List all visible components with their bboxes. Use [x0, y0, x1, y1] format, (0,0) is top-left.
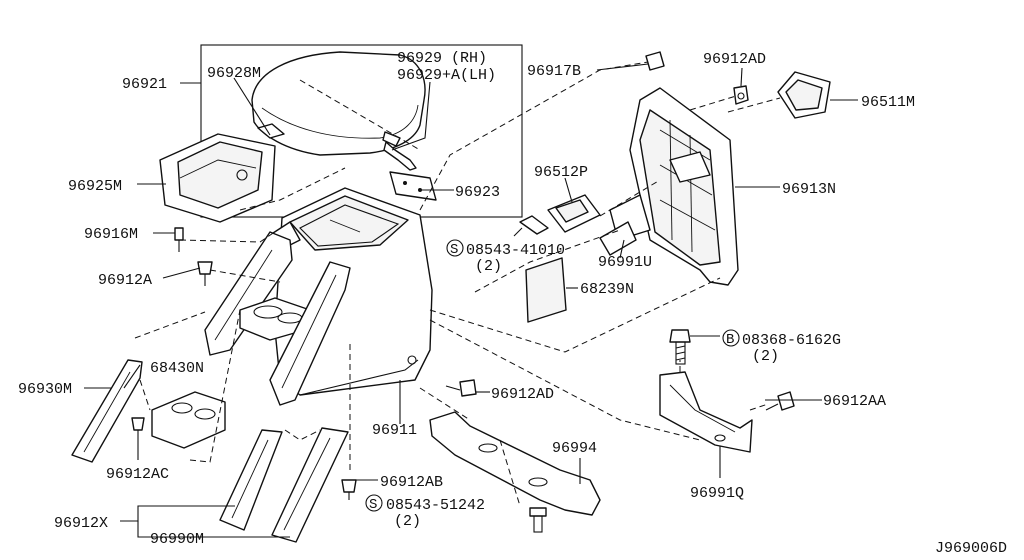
rails-shape [219, 427, 349, 543]
s-mark-1: S [450, 242, 458, 258]
label-96913n: 96913N [782, 181, 836, 198]
label-96912a: 96912A [98, 272, 152, 289]
label-96994: 96994 [552, 440, 597, 457]
pad-96991u-shape [599, 221, 637, 256]
label-96921: 96921 [122, 76, 167, 93]
clip-96912aa-shape [765, 391, 795, 411]
console-body-shape [204, 187, 433, 406]
label-08368-6162g: 08368-6162G [742, 332, 841, 349]
clip-mid-shape [445, 379, 477, 397]
clip-top-shape [733, 85, 749, 105]
tray-shape [159, 133, 276, 223]
label-96929a-lh: 96929+A(LH) [397, 67, 496, 84]
cup-holder-shape [151, 391, 226, 449]
label-96912ab: 96912AB [380, 474, 443, 491]
label-08543-41010: 08543-41010 [466, 242, 565, 259]
b-mark-icon [722, 329, 740, 347]
armrest-pad-shape [251, 51, 426, 156]
label-96911: 96911 [372, 422, 417, 439]
small-screws [131, 227, 357, 500]
label-96923: 96923 [455, 184, 500, 201]
label-96512p: 96512P [534, 164, 588, 181]
s-mark-2: S [369, 497, 377, 513]
label-96990m: 96990M [150, 531, 204, 548]
label-96912ac: 96912AC [106, 466, 169, 483]
sheet-shape [525, 257, 567, 323]
label-68239n: 68239N [580, 281, 634, 298]
dashed-guides [134, 61, 781, 507]
label-96912ad-top: 96912AD [703, 51, 766, 68]
label-96912x: 96912X [54, 515, 108, 532]
label-96991u: 96991U [598, 254, 652, 271]
label-68430n: 68430N [150, 360, 204, 377]
label-96930m: 96930M [18, 381, 72, 398]
screw-bottom-shape [529, 507, 547, 533]
label-96912ad-mid: 96912AD [491, 386, 554, 403]
bracket-96991q-shape [659, 371, 753, 453]
s-mark-icon [365, 494, 383, 512]
leader-lines [84, 63, 858, 538]
part-labels: 96921 96928M 96929 (RH) 96929+A(LH) 9692… [18, 50, 1007, 557]
label-96511m: 96511M [861, 94, 915, 111]
label-08368-qty: (2) [752, 348, 779, 365]
plate-shape [429, 411, 601, 516]
side-panel-shape [71, 359, 143, 463]
s-mark-icon [446, 239, 464, 257]
spec-symbols: S B S [365, 239, 740, 513]
pocket-shape [777, 71, 831, 119]
label-96916m: 96916M [84, 226, 138, 243]
label-96912aa: 96912AA [823, 393, 886, 410]
label-96928m: 96928M [207, 65, 261, 82]
diagram-code: J969006D [935, 540, 1007, 557]
b-mark: B [726, 332, 734, 348]
label-08543-51242: 08543-51242 [386, 497, 485, 514]
bracket-top-shape [645, 51, 665, 71]
label-08543-51242-qty: (2) [394, 513, 421, 530]
side-console-shape [609, 87, 739, 286]
label-96991q: 96991Q [690, 485, 744, 502]
bolt-shape [669, 329, 691, 365]
clip-96512p-shape [513, 194, 601, 237]
label-96917b: 96917B [527, 63, 581, 80]
hinge-shape [383, 141, 437, 201]
label-96929-rh: 96929 (RH) [397, 50, 487, 67]
label-08543-41010-qty: (2) [475, 258, 502, 275]
label-96925m: 96925M [68, 178, 122, 195]
